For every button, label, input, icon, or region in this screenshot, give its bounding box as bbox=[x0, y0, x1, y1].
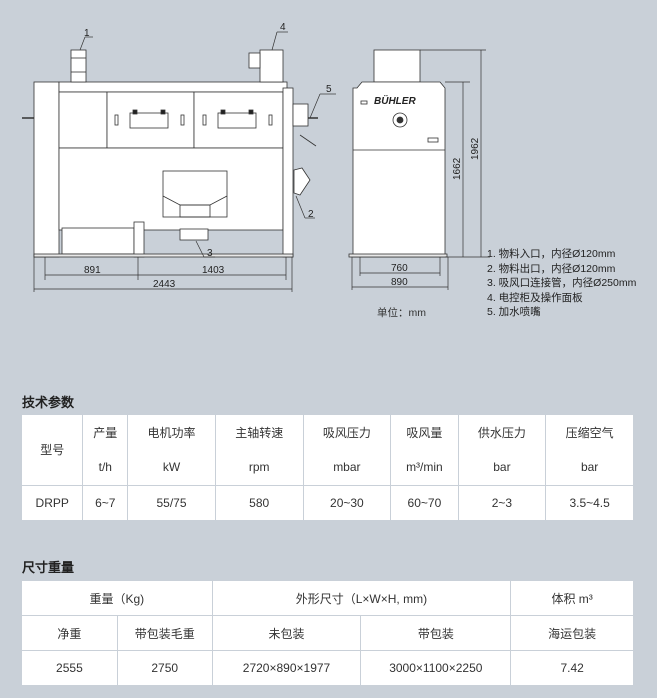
cell-suction-pressure: 20~30 bbox=[302, 485, 392, 521]
cell-packed-size: 3000×1100×2250 bbox=[360, 650, 512, 686]
table-row: DRPP 6~7 55/75 580 20~30 60~70 2~3 3.5~4… bbox=[20, 485, 634, 521]
table-row: 2555 2750 2720×890×1977 3000×1100×2250 7… bbox=[21, 650, 634, 686]
legend-item: 1. 物料入口，内径Ø120mm bbox=[487, 248, 616, 260]
group-header-weight: 重量（Kg) bbox=[21, 580, 213, 616]
cell-motor-power: 55/75 bbox=[127, 485, 216, 521]
front-view-callouts bbox=[79, 31, 336, 258]
cell-net-weight: 2555 bbox=[21, 650, 118, 686]
dim-left-span: 891 bbox=[84, 265, 101, 276]
callout-1: 1 bbox=[84, 28, 90, 39]
group-header-size: 外形尺寸（L×W×H, mm) bbox=[211, 580, 512, 616]
side-view bbox=[348, 49, 448, 258]
cell-gross-weight: 2750 bbox=[116, 650, 213, 686]
side-view-dimensions bbox=[351, 49, 490, 290]
dimensions-weight-title: 尺寸重量 bbox=[22, 560, 75, 575]
legend-item: 2. 物料出口，内径Ø120mm bbox=[487, 262, 616, 275]
column-header: 型号 bbox=[20, 414, 84, 486]
dim-right-span: 1403 bbox=[202, 265, 225, 276]
legend-item: 5. 加水喷嘴 bbox=[487, 306, 541, 318]
cell-model: DRPP bbox=[20, 485, 84, 521]
tech-params-title: 技术参数 bbox=[22, 395, 75, 410]
cell-suction-volume: 60~70 bbox=[390, 485, 459, 521]
dim-outer-width: 890 bbox=[391, 277, 408, 288]
front-view bbox=[22, 49, 318, 258]
component-legend: 1. 物料入口，内径Ø120mm 2. 物料出口，内径Ø120mm 3. 吸风口… bbox=[487, 247, 636, 320]
legend-item: 4. 电控柜及操作面板 bbox=[487, 291, 583, 304]
cell-spindle-speed: 580 bbox=[214, 485, 304, 521]
cell-compressed-air: 3.5~4.5 bbox=[545, 485, 634, 521]
dim-inner-width: 760 bbox=[391, 263, 408, 274]
sub-header-sea-packing: 海运包装 bbox=[510, 615, 634, 651]
sub-header-packed: 带包装 bbox=[360, 615, 512, 651]
callout-4: 4 bbox=[280, 22, 286, 33]
sub-header-net-weight: 净重 bbox=[21, 615, 118, 651]
cell-water-pressure: 2~3 bbox=[457, 485, 547, 521]
legend-item: 3. 吸风口连接管，内径Ø250mm bbox=[487, 277, 637, 289]
dim-body-height: 1662 bbox=[452, 157, 463, 180]
callout-2: 2 bbox=[308, 209, 314, 220]
technical-drawing: 1 4 5 2 3 891 1403 2443 BÜHLER 760 890 1… bbox=[22, 22, 490, 292]
dimensions-weight-table: 重量（Kg) 外形尺寸（L×W×H, mm) 体积 m³ 净重 带包装毛重 未包… bbox=[21, 580, 634, 686]
dim-total-length: 2443 bbox=[153, 279, 176, 290]
front-view-dimensions bbox=[33, 257, 293, 292]
buhler-logo: BÜHLER bbox=[374, 94, 416, 107]
sub-header-unpacked: 未包装 bbox=[211, 615, 362, 651]
unit-note: 单位：mm bbox=[377, 307, 426, 319]
sub-header-gross-weight: 带包装毛重 bbox=[116, 615, 213, 651]
table-sub-header-row: 净重 带包装毛重 未包装 带包装 海运包装 bbox=[21, 615, 634, 651]
callout-5: 5 bbox=[326, 84, 332, 95]
callout-3: 3 bbox=[207, 248, 213, 259]
group-header-volume: 体积 m³ bbox=[510, 580, 634, 616]
cell-capacity: 6~7 bbox=[82, 485, 129, 521]
cell-unpacked-size: 2720×890×1977 bbox=[211, 650, 362, 686]
table-group-header-row: 重量（Kg) 外形尺寸（L×W×H, mm) 体积 m³ bbox=[21, 580, 634, 616]
dim-total-height: 1962 bbox=[470, 137, 481, 160]
cell-sea-packing-volume: 7.42 bbox=[510, 650, 634, 686]
